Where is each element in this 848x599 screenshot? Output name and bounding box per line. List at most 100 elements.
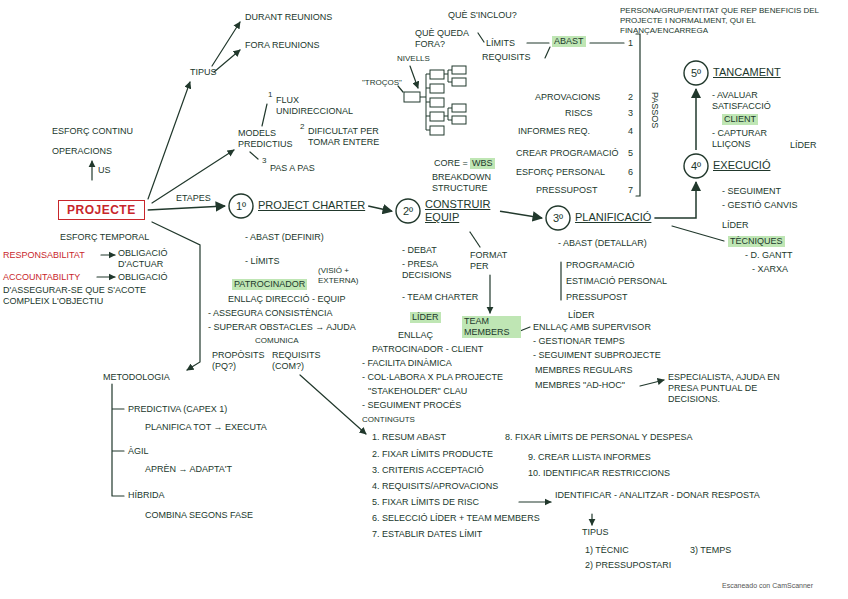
leader-line xyxy=(470,232,480,247)
note-text: ÀGIL xyxy=(128,446,149,457)
note-text: COMUNICA xyxy=(255,336,299,346)
stage-heading: EXECUCIÓ xyxy=(713,159,770,172)
leader-line xyxy=(97,276,115,277)
note-text: 7 xyxy=(628,185,633,196)
note-text: APROVACIONS xyxy=(535,92,600,103)
bracket xyxy=(636,34,640,196)
step-circle: 4º xyxy=(683,153,709,179)
note-text: PREDICTIVA (CAPEX 1) xyxy=(128,404,227,415)
note-text: WBS xyxy=(470,158,495,169)
note-text: 1. RESUM ABAST xyxy=(372,432,446,443)
note-text: HÍBRIDA xyxy=(128,490,165,501)
note-text: - AVALUAR SATISFACCIÓ xyxy=(712,90,792,112)
note-text: 2. FIXAR LÍMITS PRODUCTE xyxy=(372,449,493,460)
note-text: MEMBRES "AD-HOC" xyxy=(535,380,625,391)
note-text: PRESSUPOST xyxy=(566,292,628,303)
note-text: - SEGUIMENT SUBPROJECTE xyxy=(533,350,661,361)
note-text: - ABAST (DEFINIR) xyxy=(245,232,324,243)
note-text: MODELS PREDICTIUS xyxy=(238,128,308,150)
note-text: CORE = xyxy=(434,158,468,169)
note-text: LÍDER xyxy=(790,140,817,151)
note-text: ESPECIALISTA, AJUDA EN PRESA PUNTUAL DE … xyxy=(668,372,803,405)
note-text: 6 xyxy=(628,167,633,178)
note-text: CONTINGUTS xyxy=(362,415,415,425)
note-text: ESFORÇ TEMPORAL xyxy=(60,232,149,243)
note-text: 7. ESTABLIR DATES LÍMIT xyxy=(372,529,482,540)
note-text: OBLIGACIÓ D'ACTUAR xyxy=(118,248,193,270)
leader-line xyxy=(489,275,490,313)
step-number: 4º xyxy=(691,160,701,172)
note-text: PRESSUPOST xyxy=(536,185,598,196)
note-text: 3 xyxy=(628,108,633,119)
note-text: FLUX UNIDIRECCIONAL xyxy=(276,95,371,117)
stage-node: 1ºPROJECT CHARTER xyxy=(228,193,365,219)
note-text: - ASSEGURA CONSISTÈNCIA xyxy=(208,308,333,319)
wbs-tree xyxy=(404,66,466,135)
note-text: - TEAM CHARTER xyxy=(402,292,478,303)
leader-line xyxy=(101,254,115,255)
leader-line xyxy=(152,222,200,370)
leader-line xyxy=(672,226,724,241)
box-title: PROJECTE xyxy=(67,203,136,217)
note-text: CREAR PROGRAMACIÓ xyxy=(516,148,619,159)
note-text: 8. FIXAR LÍMITS DE PERSONAL Y DESPESA xyxy=(505,432,692,443)
note-text: 2 xyxy=(628,92,633,103)
note-text: FORMAT PER xyxy=(470,250,515,272)
note-text: PAS A PAS xyxy=(270,163,315,174)
note-text: - LÍMITS xyxy=(245,256,280,267)
stage-heading: CONSTRUIR EQUIP xyxy=(425,198,497,224)
note-text: 1 xyxy=(268,90,272,100)
note-text: - XARXA xyxy=(752,264,788,275)
note-text: "TROÇOS" xyxy=(362,78,402,88)
step-number: 3º xyxy=(553,212,563,224)
note-text: 1 xyxy=(628,38,633,49)
note-text: 9. CREAR LLISTA INFORMES xyxy=(528,452,651,463)
circle-shape xyxy=(396,199,420,223)
note-text: ENLLAÇ xyxy=(398,330,433,341)
note-text: - ABAST (DETALLAR) xyxy=(558,238,647,249)
step-number: 1º xyxy=(236,200,246,212)
leader-line xyxy=(214,50,240,72)
connector xyxy=(500,211,542,218)
note-text: IDENTIFICAR - ANALITZAR - DONAR RESPOSTA xyxy=(555,490,770,501)
note-text: FORA REUNIONS xyxy=(245,40,320,51)
step-circle: 5º xyxy=(683,60,709,86)
stage-heading: TANCAMENT xyxy=(713,66,781,79)
stage-node: 3º PLANIFICACIÓ xyxy=(545,205,651,231)
step-number: 5º xyxy=(691,67,701,79)
note-text: LÍDER xyxy=(410,312,441,323)
circle-shape xyxy=(546,206,570,230)
note-text: 2 xyxy=(300,122,304,132)
stage-node: 5º TANCAMENT xyxy=(683,60,781,86)
note-text: PROGRAMACIÓ xyxy=(566,260,635,271)
leader-line xyxy=(591,514,592,525)
note-text: ENLLAÇ AMB SUPERVISOR xyxy=(533,322,651,333)
note-text: REQUISITS xyxy=(482,52,531,63)
note-text: PATROCINADOR - CLIENT xyxy=(372,344,483,355)
process-box: PROJECTE xyxy=(58,200,145,220)
note-text: INFORMES REQ. xyxy=(518,126,590,137)
stage-node: 4º EXECUCIÓ xyxy=(683,153,770,179)
note-text: - GESTIONAR TEMPS xyxy=(533,336,625,347)
leader-line xyxy=(148,82,190,199)
note-text: Escaneado con CamScanner xyxy=(722,582,813,591)
note-text: - GESTIÓ CANVIS xyxy=(722,200,798,211)
stage-heading: PLANIFICACIÓ xyxy=(575,211,651,224)
note-text: MEMBRES REGULARS xyxy=(535,365,633,376)
leader-line xyxy=(410,66,418,88)
note-text: LÍDER xyxy=(722,220,749,231)
note-text: - PRESA DECISIONS xyxy=(402,259,472,281)
note-text: D'ASSEGURAR-SE QUE S'ACOTE COMPLEIX L'OB… xyxy=(3,285,178,307)
note-text: PLANIFICA TOT → EXECUTA xyxy=(145,422,267,433)
note-text: - CAPTURAR LLIÇONS xyxy=(712,128,787,150)
leader-line xyxy=(262,104,267,126)
note-text: PASSOS xyxy=(649,92,660,128)
note-text: APRÈN → ADAPTA'T xyxy=(145,464,232,475)
note-text: 5. FIXAR LÍMITS DE RISC xyxy=(372,497,479,508)
note-text: TIPUS xyxy=(190,67,217,78)
note-text: ACCOUNTABILITY xyxy=(3,272,80,283)
circle-shape xyxy=(684,154,708,178)
note-text: 2) PRESSUPOSTARI xyxy=(585,560,671,571)
leader-line xyxy=(91,161,92,180)
